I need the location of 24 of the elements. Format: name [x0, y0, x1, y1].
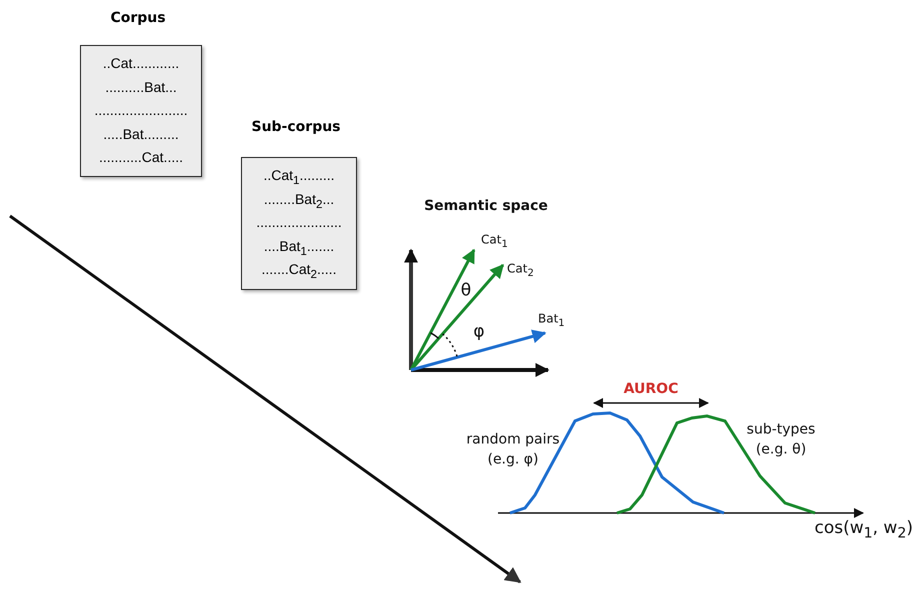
text-line: ..Cat............ — [102, 56, 180, 70]
text-line: ....Bat$_{1}$....... — [262, 238, 336, 257]
vector-label: Cat$_{2}$ — [507, 260, 534, 281]
text-line: ........................ — [93, 103, 189, 117]
axis-label: cos(w$_{1}$, w$_{2}$) — [814, 517, 913, 544]
text-document-box — [241, 157, 357, 290]
vector-label: Cat$_{1}$ — [481, 232, 508, 252]
text-line: ..Cat$_{1}$......... — [262, 168, 336, 186]
box-heading: Corpus — [110, 10, 166, 26]
section-title: Semantic space — [424, 196, 548, 216]
text-line: ...........Cat..... — [98, 150, 184, 164]
angle-label: φ — [473, 320, 485, 344]
measure-label: AUROC — [624, 380, 678, 399]
text-line: ........Bat$_{2}$... — [262, 192, 336, 210]
text-document-box — [80, 45, 202, 177]
text-line: .......Cat$_{2}$..... — [260, 262, 338, 280]
text-line: ..........Bat... — [104, 80, 178, 94]
box-heading: Sub-corpus — [251, 119, 341, 135]
text-line: .....Bat......... — [102, 126, 180, 140]
curve-label: random pairs (e.g. φ) — [465, 430, 561, 470]
vector-label: Bat$_{1}$ — [538, 310, 565, 331]
text-line: ...................... — [255, 215, 343, 229]
angle-label: θ — [460, 280, 472, 303]
curve-label: sub-types (e.g. θ) — [746, 420, 816, 460]
